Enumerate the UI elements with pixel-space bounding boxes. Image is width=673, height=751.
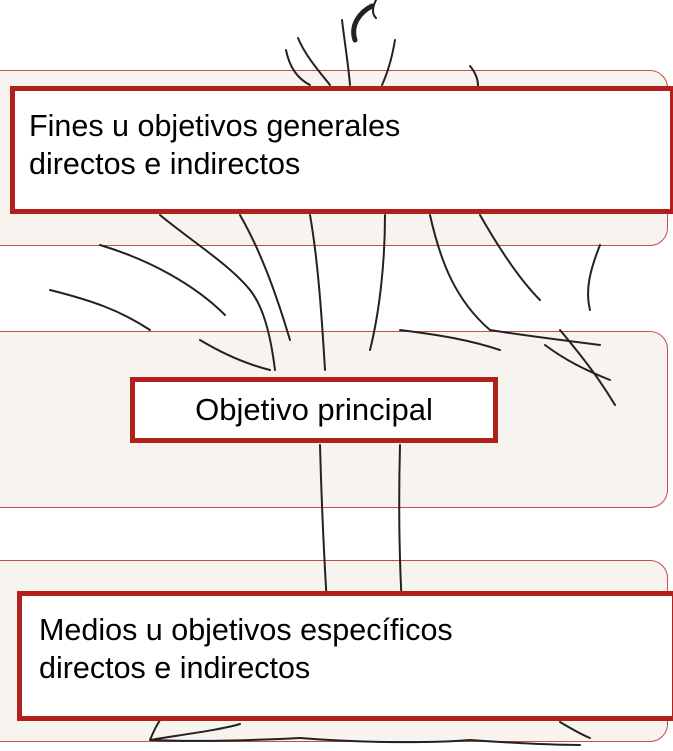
tree-twig: [351, 3, 375, 43]
tree-twig: [469, 65, 479, 87]
tree-twig: [297, 37, 331, 86]
tree-roots: [559, 721, 591, 739]
tree-roots: [149, 719, 161, 741]
tree-branch: [99, 244, 226, 316]
tree-branch: [587, 244, 601, 311]
tree-roots: [149, 723, 301, 742]
medios-box: Medios u objetivos específicos directos …: [17, 591, 673, 721]
tree-twig: [285, 49, 311, 86]
tree-branch: [49, 289, 151, 331]
fines-line-1: Fines u objetivos generales: [29, 109, 401, 143]
tree-twig: [341, 19, 351, 86]
tree-twig: [372, 0, 377, 19]
fines-box: Fines u objetivos generales directos e i…: [10, 86, 673, 214]
objetivo-principal-text: Objetivo principal: [195, 392, 433, 427]
objetivo-principal-box: Objetivo principal: [130, 377, 498, 443]
tree-branch: [559, 329, 616, 406]
tree-branch: [159, 214, 276, 371]
medios-line-1: Medios u objetivos específicos: [39, 613, 453, 647]
tree-branch: [239, 214, 291, 341]
tree-branch: [309, 214, 326, 371]
tree-branch: [369, 214, 386, 351]
tree-twig: [381, 39, 396, 86]
tree-branch: [479, 214, 541, 301]
fines-line-2: directos e indirectos: [29, 147, 301, 182]
tree-branch: [199, 339, 271, 371]
tree-roots: [299, 737, 581, 746]
tree-branch: [399, 329, 501, 351]
tree-branch: [544, 344, 611, 381]
medios-line-2: directos e indirectos: [39, 651, 311, 686]
tree-branch: [429, 214, 601, 346]
